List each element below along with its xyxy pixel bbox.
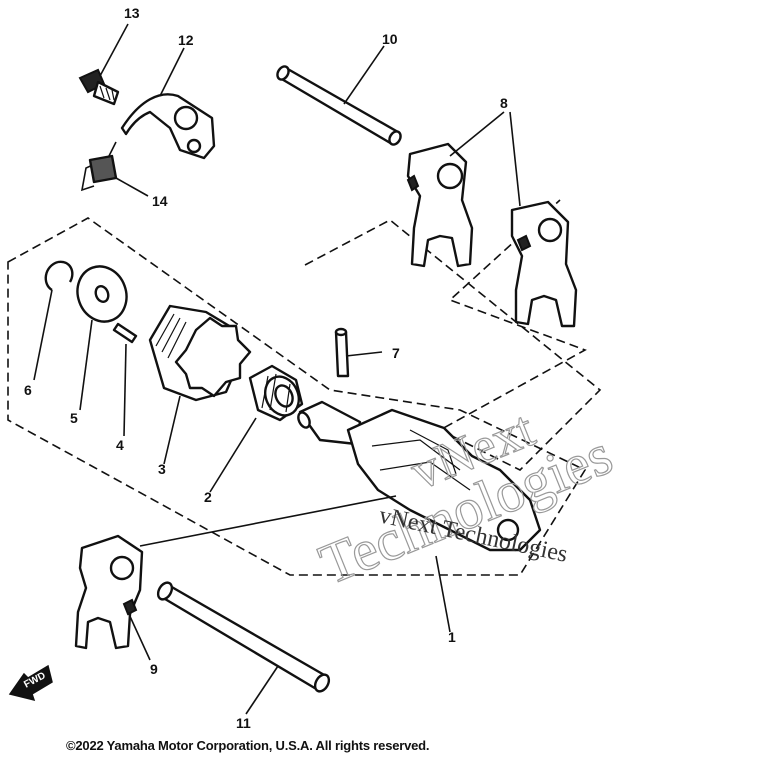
leader-4 (123, 343, 127, 437)
forward-arrow-icon: FWD (8, 664, 53, 702)
leader-5 (79, 319, 93, 411)
shift-fork-part-8-lower (510, 200, 578, 328)
callout-label-7: 7 (392, 345, 400, 361)
callout-label-11: 11 (236, 715, 251, 731)
callout-label-3: 3 (158, 461, 166, 477)
shift-fork-part-8-upper (406, 142, 474, 268)
callout-label-13: 13 (124, 5, 140, 21)
shift-fork-part-9 (74, 534, 144, 650)
callout-label-8: 8 (500, 95, 508, 111)
guide-bar-part-11 (156, 581, 331, 693)
callout-label-12: 12 (178, 32, 194, 48)
pin-part-7 (334, 327, 350, 378)
bolt-part-13 (78, 68, 120, 106)
leader-14 (115, 177, 149, 197)
leader-10 (343, 45, 385, 105)
callout-label-4: 4 (116, 437, 124, 453)
dowel-pin-part-4 (112, 322, 138, 344)
callout-label-10: 10 (382, 31, 398, 47)
leader-2 (209, 417, 257, 493)
dashed-group-outline (7, 217, 587, 576)
callout-label-5: 5 (70, 410, 78, 426)
leader-3 (163, 395, 181, 465)
leader-8b (509, 111, 521, 207)
leader-12 (159, 47, 185, 97)
callout-label-9: 9 (150, 661, 158, 677)
callout-label-1: 1 (448, 629, 456, 645)
bearing-part-2 (248, 364, 304, 422)
leader-7 (345, 351, 383, 357)
guide-bar-part-10 (276, 65, 402, 146)
copyright-notice: ©2022 Yamaha Motor Corporation, U.S.A. A… (66, 738, 430, 753)
leader-1 (435, 555, 451, 633)
callout-label-2: 2 (204, 489, 212, 505)
leader-8a (449, 111, 505, 157)
leader-link-9-1 (139, 495, 397, 547)
leader-6 (33, 289, 53, 381)
spring-part-14 (80, 141, 118, 192)
circlip-part-6 (44, 260, 74, 292)
stopper-lever-part-12 (120, 93, 216, 160)
leader-9 (127, 611, 151, 661)
callout-label-14: 14 (152, 193, 168, 209)
shift-cam-part-1 (297, 400, 542, 552)
segment-part-3 (148, 304, 252, 402)
washer-part-5 (76, 265, 128, 323)
leader-13 (99, 23, 129, 77)
callout-label-6: 6 (24, 382, 32, 398)
leader-11 (245, 665, 279, 715)
